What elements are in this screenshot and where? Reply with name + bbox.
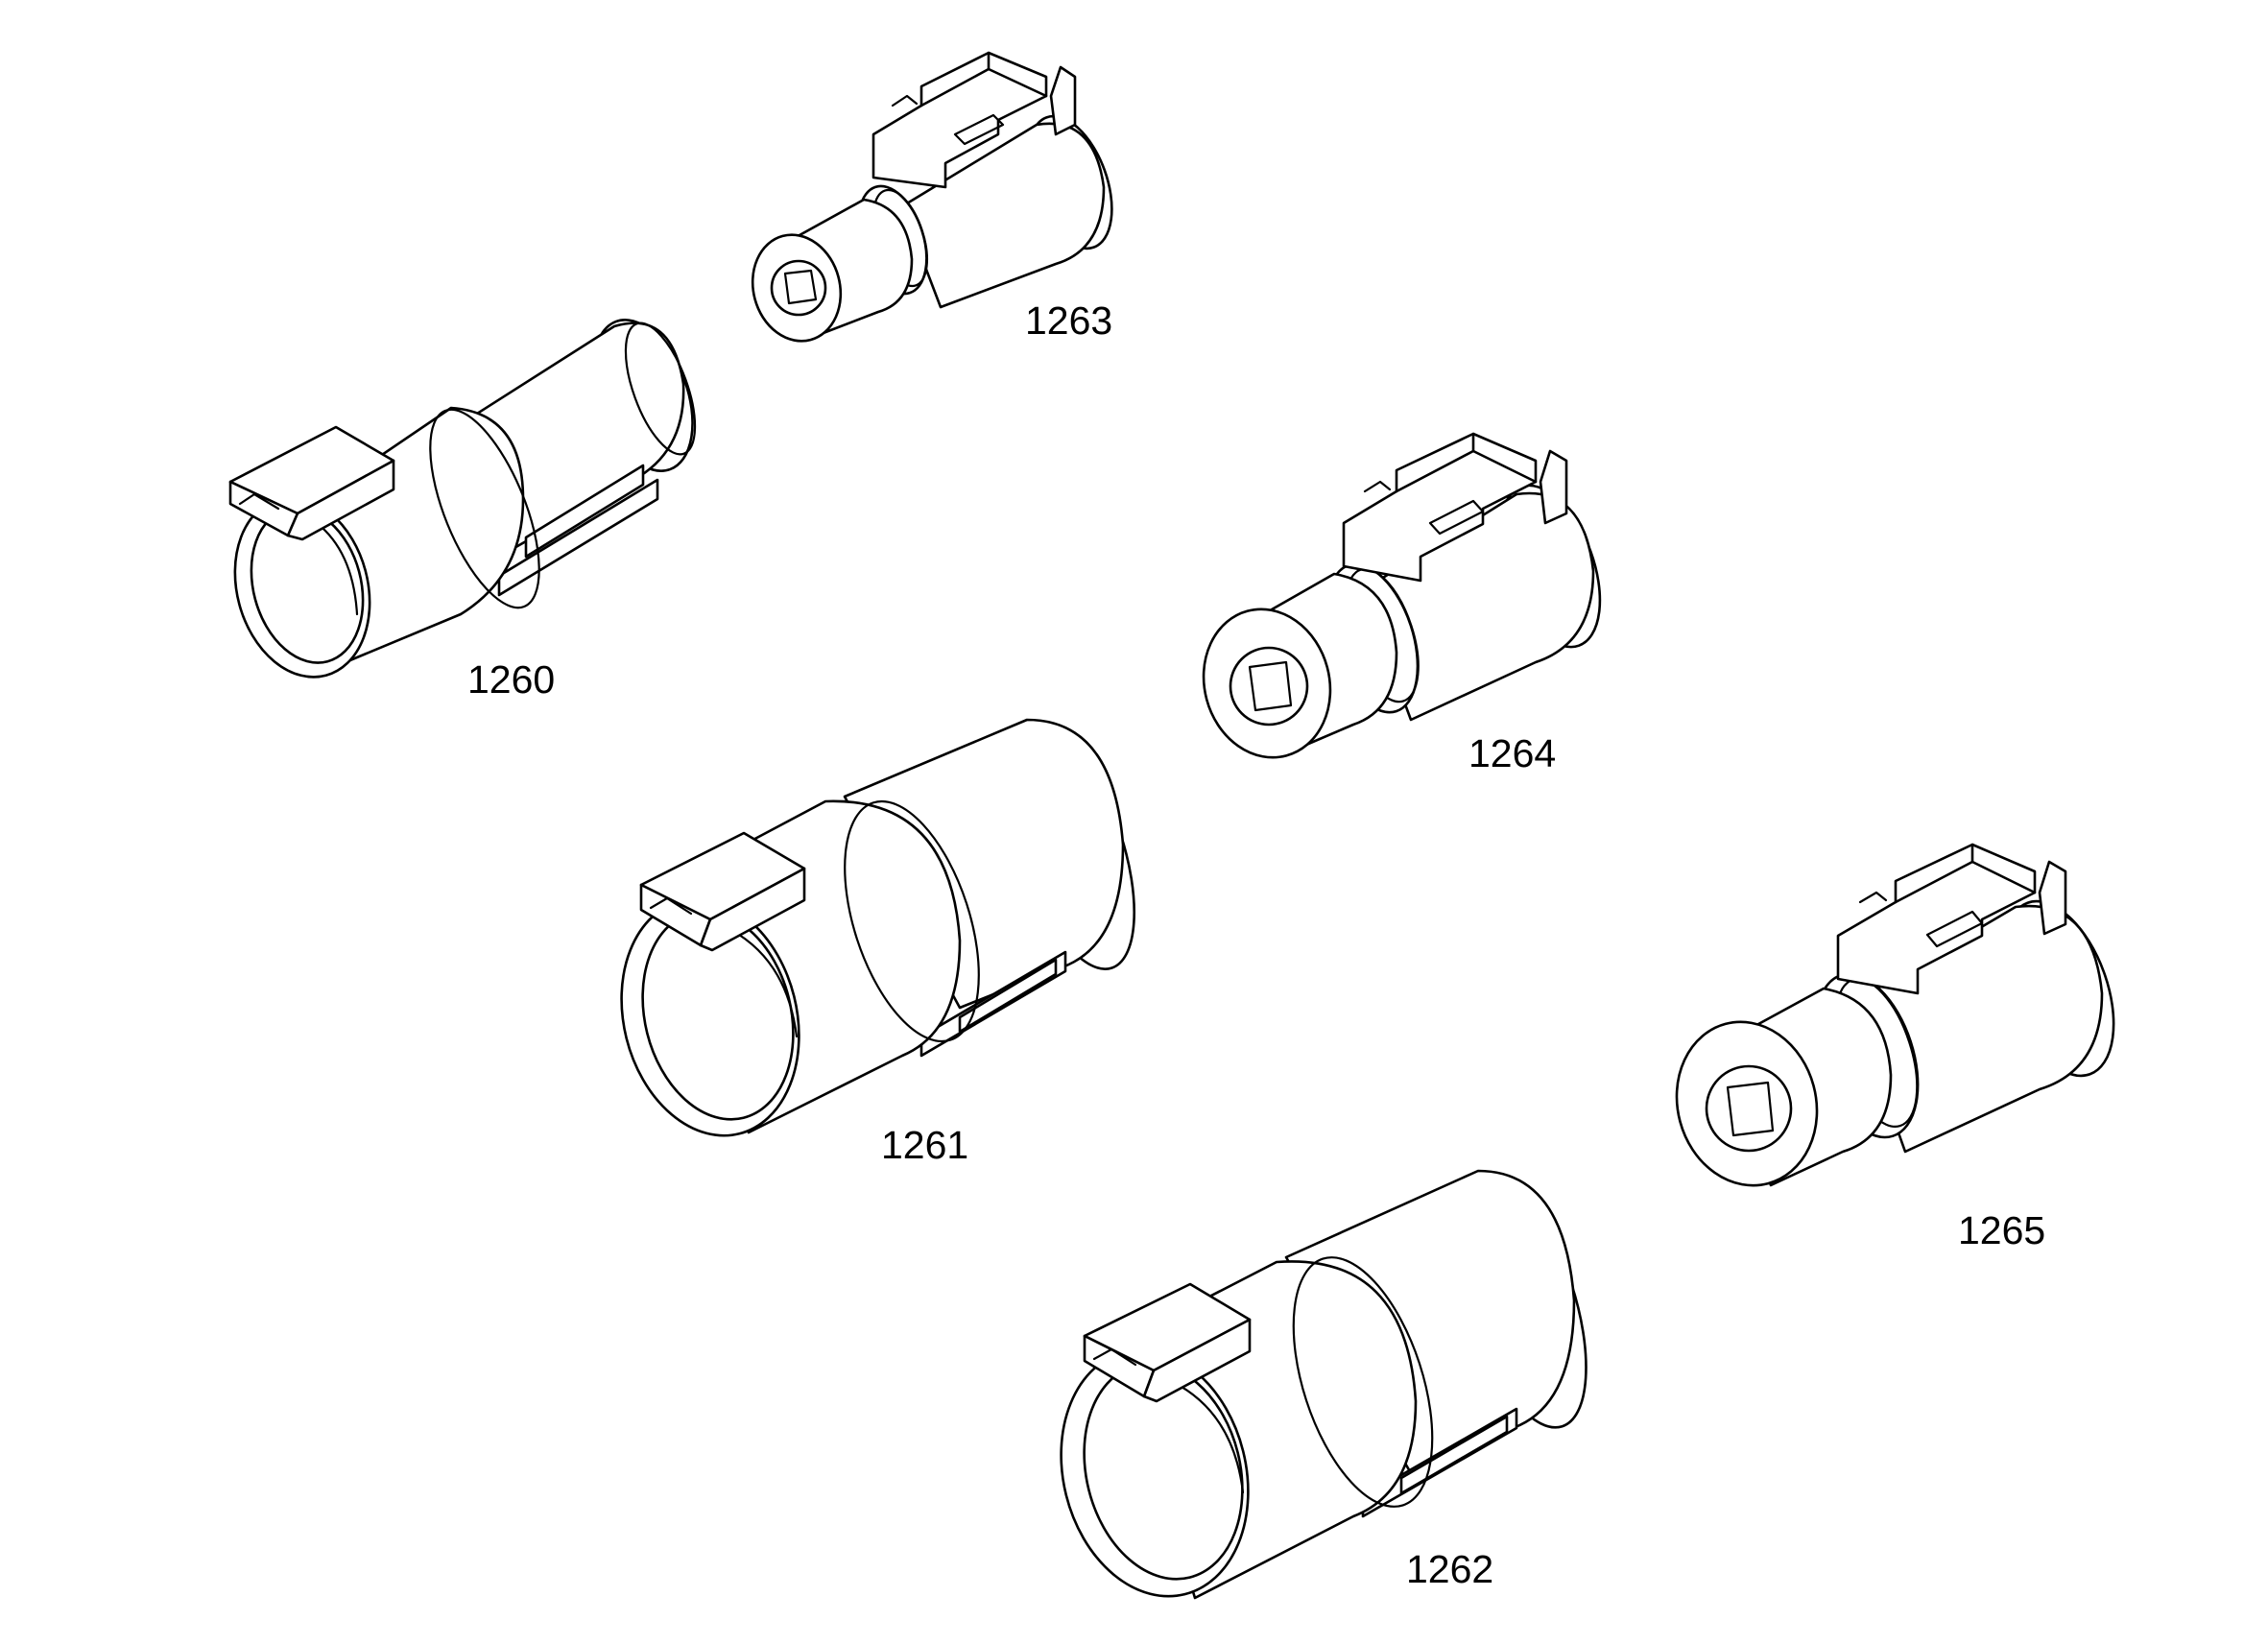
part-label-1264: 1264 [1468, 731, 1557, 775]
part-1264-drawing [1202, 432, 1602, 759]
part-1265-drawing [1675, 843, 2115, 1187]
part-label-1265: 1265 [1958, 1208, 2046, 1252]
part-label-1260: 1260 [467, 657, 556, 702]
part-label-1261: 1261 [881, 1123, 969, 1167]
part-1261-drawing [620, 718, 1136, 1137]
part-1260-drawing [228, 319, 697, 679]
part-1262-drawing [1060, 1169, 1588, 1600]
part-label-1262: 1262 [1406, 1547, 1494, 1591]
part-label-1263: 1263 [1025, 298, 1113, 343]
part-1263-drawing [751, 51, 1113, 343]
